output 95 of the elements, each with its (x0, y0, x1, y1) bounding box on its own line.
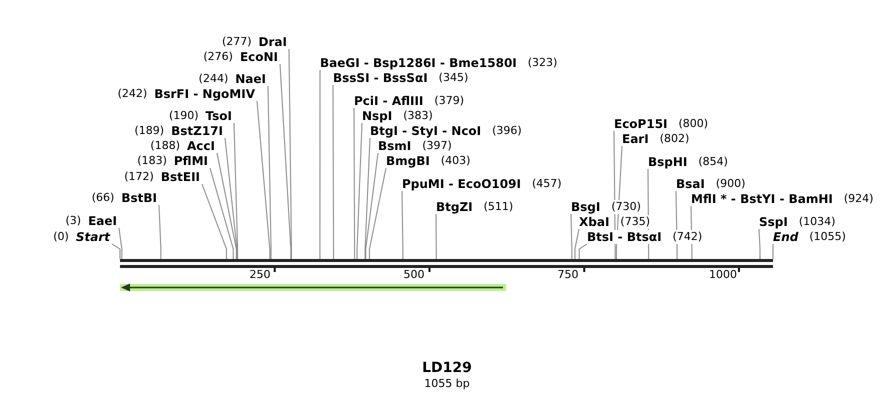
leader-line (772, 244, 774, 260)
enzyme-name: BsmI (378, 139, 412, 153)
leader-line (256, 100, 270, 260)
leader-line (578, 244, 588, 260)
leader-line (368, 168, 386, 260)
cut-position: (3) (66, 214, 82, 228)
cut-position: (403) (440, 154, 470, 168)
enzyme-name: EarI (622, 132, 649, 146)
leader-line (354, 108, 356, 260)
enzyme-name: XbaI (579, 215, 610, 229)
enzyme-name: Start (76, 230, 110, 244)
cut-position: (396) (492, 124, 522, 138)
scale-label: 250 (250, 268, 270, 281)
cut-position: (924) (844, 192, 874, 206)
cut-position: (730) (611, 200, 641, 214)
leader-line (364, 138, 370, 260)
enzyme-name: TsoI (206, 109, 232, 123)
leader-line (436, 214, 437, 260)
cut-position: (379) (434, 94, 464, 108)
cut-position: (1034) (798, 215, 836, 229)
cut-position: (172) (124, 170, 154, 184)
leader-line (332, 84, 334, 260)
cut-position: (189) (134, 124, 164, 138)
enzyme-name: BtgI - StyI - NcoI (370, 124, 482, 138)
cut-position: (244) (198, 72, 228, 86)
leader-line (280, 64, 292, 260)
cut-position: (800) (678, 117, 708, 131)
scale-label: 500 (404, 268, 424, 281)
enzyme-name: BstZ17I (171, 124, 223, 138)
enzyme-name: MflI * - BstYI - BamHI (691, 192, 833, 206)
cut-position: (742) (672, 230, 702, 244)
cut-position: (0) (53, 230, 69, 244)
enzyme-name: BstBI (121, 191, 157, 205)
cut-position: (900) (716, 177, 746, 191)
leader-line (319, 70, 320, 260)
enzyme-name: NaeI (235, 72, 266, 86)
leader-line (758, 228, 760, 260)
enzyme-name: BspHI (648, 155, 688, 169)
enzyme-name: BtsI - BtsαI (587, 230, 662, 244)
leader-line (158, 204, 162, 260)
enzyme-name: PflMI (174, 154, 208, 168)
enzyme-name: BtgZI (436, 200, 473, 214)
sequence-length: 1055 bp (424, 377, 470, 390)
enzyme-name: SspI (759, 215, 788, 229)
enzyme-name: NspI (362, 109, 392, 123)
enzyme-name: BmgBI (386, 154, 430, 168)
leader-line (574, 228, 580, 260)
enzyme-name: PciI - AflIII (354, 94, 424, 108)
scale-label: 750 (558, 268, 578, 281)
leader-line (570, 214, 572, 260)
leader-line (402, 190, 404, 260)
leader-line (234, 122, 238, 260)
cut-position: (802) (660, 132, 690, 146)
cut-position: (383) (403, 109, 433, 123)
leader-line (224, 138, 238, 260)
leader-line (268, 86, 272, 260)
cut-position: (511) (484, 200, 514, 214)
title: LD129 (422, 360, 472, 376)
cut-position: (323) (528, 56, 558, 70)
enzyme-name: EcoP15I (614, 117, 668, 131)
cut-position: (277) (222, 35, 252, 49)
enzyme-name: End (773, 230, 798, 244)
enzyme-name: EcoNI (240, 50, 278, 64)
enzyme-name: AccI (187, 139, 215, 153)
enzyme-name: BsrFI - NgoMIV (154, 87, 255, 101)
leader-line (210, 168, 234, 260)
enzyme-name: BsaI (676, 177, 705, 191)
enzyme-name: DraI (258, 35, 287, 49)
enzyme-name: EaeI (88, 214, 117, 228)
cut-position: (188) (150, 139, 180, 153)
cut-position: (854) (698, 155, 728, 169)
leader-line (288, 48, 292, 260)
sequence-bar (120, 259, 773, 268)
cut-position: (190) (168, 109, 199, 123)
leader-line (202, 184, 227, 260)
cut-position: (345) (438, 71, 468, 85)
enzyme-name: PpuMI - EcoO109I (402, 177, 521, 191)
cut-position: (735) (620, 215, 650, 229)
enzyme-name: BaeGI - Bsp1286I - Bme1580I (320, 56, 517, 70)
cut-position: (183) (137, 154, 167, 168)
enzyme-name: BssSI - BssSαI (333, 71, 428, 85)
cut-position: (397) (422, 139, 452, 153)
leader-line (118, 228, 122, 260)
cut-position: (242) (118, 87, 148, 101)
cut-position: (66) (92, 191, 114, 205)
cut-position: (276) (203, 50, 233, 64)
leader-line (356, 122, 362, 260)
enzyme-name: BsgI (571, 200, 600, 214)
leader-line (216, 152, 237, 260)
cut-position: (457) (532, 177, 562, 191)
scale-label: 1000 (709, 268, 737, 281)
leader-line (112, 244, 120, 260)
cut-position: (1055) (809, 230, 846, 244)
enzyme-name: BstEII (160, 170, 200, 184)
leader-line (365, 152, 378, 260)
